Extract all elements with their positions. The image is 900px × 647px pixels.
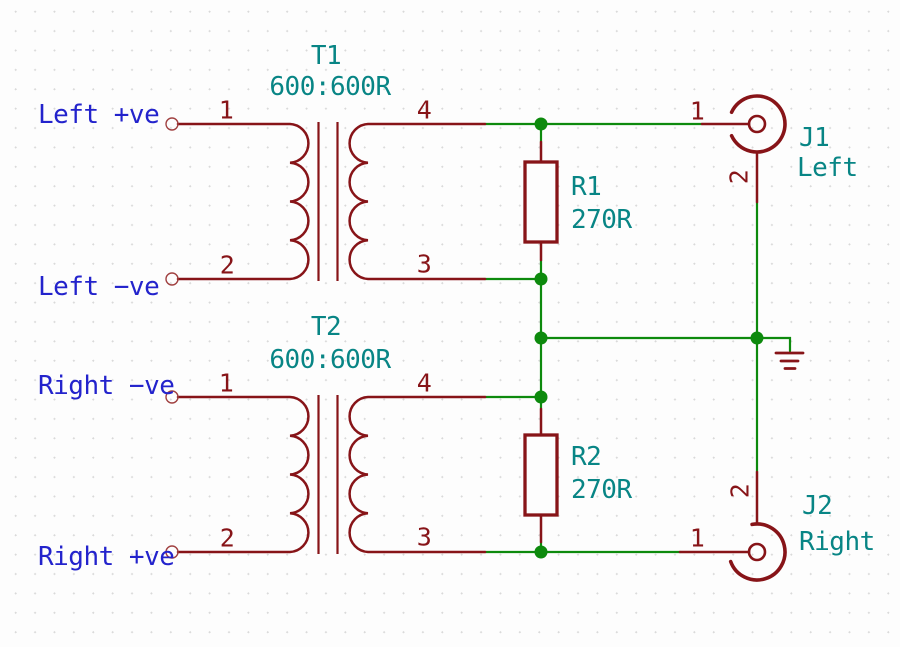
connector-j1-symbol[interactable] bbox=[700, 94, 787, 204]
r1-value[interactable]: 270R bbox=[571, 205, 632, 235]
transformer-t2-symbol[interactable] bbox=[176, 395, 487, 554]
net-label-left-neg[interactable]: Left −ve bbox=[38, 272, 160, 302]
t2-primary-winding[interactable] bbox=[176, 395, 310, 554]
r2-body[interactable] bbox=[523, 433, 559, 517]
t2-pin2-number: 2 bbox=[219, 523, 235, 553]
j1-center-pin[interactable] bbox=[747, 114, 767, 134]
junction-dot bbox=[534, 545, 548, 559]
pin-end-circle bbox=[165, 117, 179, 131]
j1-reference[interactable]: J1 bbox=[799, 123, 830, 153]
transformer-t1-symbol[interactable] bbox=[176, 122, 487, 281]
j2-reference[interactable]: J2 bbox=[802, 491, 833, 521]
wire-ground-rail[interactable] bbox=[539, 336, 792, 353]
r2-reference[interactable]: R2 bbox=[571, 442, 602, 472]
net-label-right-neg[interactable]: Right −ve bbox=[38, 371, 175, 401]
t2-pin3-number: 3 bbox=[416, 522, 432, 552]
ground-symbol[interactable] bbox=[774, 351, 805, 370]
junction-dot bbox=[534, 272, 548, 286]
j2-pin2-number: 2 bbox=[725, 483, 755, 499]
t1-pin4-number: 4 bbox=[416, 95, 432, 125]
j1-pin1-number: 1 bbox=[689, 96, 705, 126]
junction-dot bbox=[750, 331, 764, 345]
pin-end-circle bbox=[165, 390, 179, 404]
j2-pin1-number: 1 bbox=[689, 523, 705, 553]
r1-body[interactable] bbox=[523, 160, 559, 244]
t1-pin1-number: 1 bbox=[218, 95, 234, 125]
junction-dot bbox=[534, 331, 548, 345]
connector-j2-symbol[interactable] bbox=[678, 470, 787, 582]
pin-end-circle bbox=[165, 272, 179, 286]
pin-end-circles bbox=[165, 117, 179, 559]
r1-reference[interactable]: R1 bbox=[571, 172, 602, 202]
j2-center-pin[interactable] bbox=[747, 542, 767, 562]
j1-outer-ring[interactable] bbox=[729, 94, 787, 154]
t2-value[interactable]: 600:600R bbox=[269, 345, 391, 375]
t2-pin1-number: 1 bbox=[218, 368, 234, 398]
j1-pin2-number: 2 bbox=[724, 169, 754, 185]
t1-value[interactable]: 600:600R bbox=[269, 72, 391, 102]
t1-pin3-number: 3 bbox=[416, 249, 432, 279]
net-label-right-pos[interactable]: Right +ve bbox=[38, 542, 175, 572]
t1-pin2-number: 2 bbox=[219, 250, 235, 280]
r2-value[interactable]: 270R bbox=[571, 475, 632, 505]
t1-secondary-winding[interactable] bbox=[348, 122, 487, 281]
resistor-r2-symbol[interactable] bbox=[523, 407, 559, 544]
pin-end-circle bbox=[165, 545, 179, 559]
junction-dot bbox=[534, 390, 548, 404]
net-label-left-pos[interactable]: Left +ve bbox=[38, 100, 160, 130]
junction-dot bbox=[534, 117, 548, 131]
j1-value[interactable]: Left bbox=[797, 153, 858, 183]
t1-primary-winding[interactable] bbox=[176, 122, 310, 281]
resistor-r1-symbol[interactable] bbox=[523, 140, 559, 262]
j2-outer-ring[interactable] bbox=[728, 522, 787, 582]
t2-secondary-winding[interactable] bbox=[348, 395, 487, 554]
j2-value[interactable]: Right bbox=[799, 527, 875, 557]
t1-reference[interactable]: T1 bbox=[310, 41, 342, 71]
t2-pin4-number: 4 bbox=[416, 368, 432, 398]
t2-reference[interactable]: T2 bbox=[310, 312, 342, 342]
wire-junctions bbox=[534, 117, 764, 559]
